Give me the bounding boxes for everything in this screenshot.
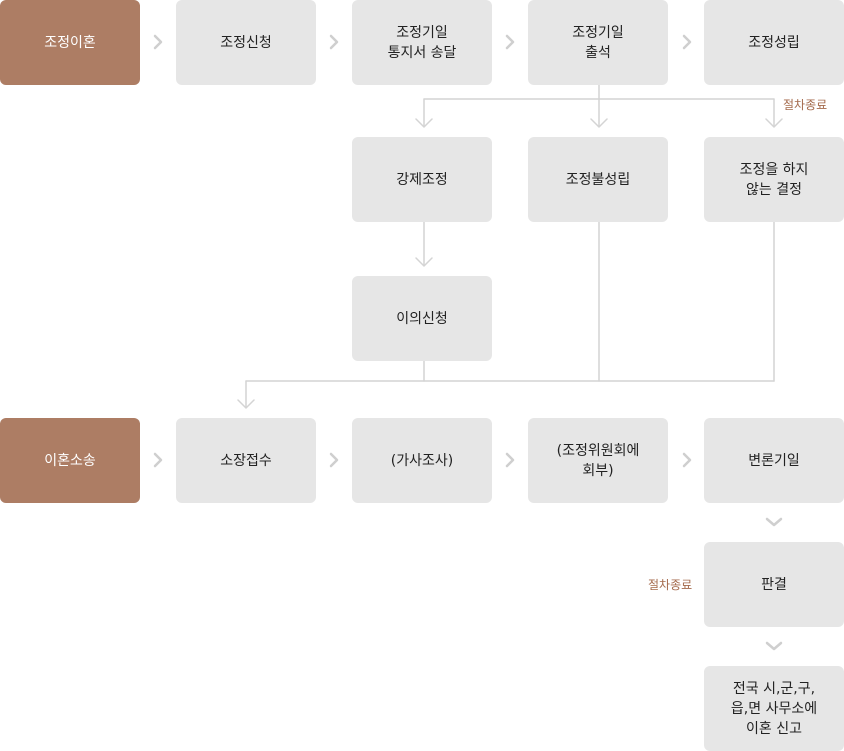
chevron-down-icon xyxy=(765,641,783,651)
chevron-right-icon xyxy=(682,34,692,50)
chevron-right-icon xyxy=(329,452,339,468)
chevron-right-icon xyxy=(682,452,692,468)
arrow-down-icon xyxy=(237,399,255,409)
chevron-right-icon xyxy=(505,34,515,50)
step-mediation-established: 조정성립 xyxy=(704,0,844,85)
arrow-down-icon xyxy=(590,118,608,128)
chevron-right-icon xyxy=(153,34,163,50)
start-divorce-litigation: 이혼소송 xyxy=(0,418,140,503)
step-no-mediation-decision: 조정을 하지 않는 결정 xyxy=(704,137,844,222)
step-objection: 이의신청 xyxy=(352,276,492,361)
start-mediation-divorce: 조정이혼 xyxy=(0,0,140,85)
arrow-down-icon xyxy=(415,118,433,128)
step-divorce-report: 전국 시,군,구, 읍,면 사무소에 이혼 신고 xyxy=(704,666,844,751)
procedure-end-note-judgment: 절차종료 xyxy=(648,578,693,592)
step-mediation-attendance: 조정기일 출석 xyxy=(528,0,668,85)
arrow-down-icon xyxy=(415,257,433,267)
step-mediation-failed: 조정불성립 xyxy=(528,137,668,222)
chevron-down-icon xyxy=(765,517,783,527)
chevron-right-icon xyxy=(505,452,515,468)
chevron-right-icon xyxy=(329,34,339,50)
step-pleading-date: 변론기일 xyxy=(704,418,844,503)
step-committee-referral: (조정위원회에 회부) xyxy=(528,418,668,503)
procedure-end-note-top: 절차종료 xyxy=(783,98,828,112)
chevron-right-icon xyxy=(153,452,163,468)
step-forced-mediation: 강제조정 xyxy=(352,137,492,222)
step-judgment: 판결 xyxy=(704,542,844,627)
step-complaint-filing: 소장접수 xyxy=(176,418,316,503)
arrow-down-icon xyxy=(765,118,783,128)
step-mediation-application: 조정신청 xyxy=(176,0,316,85)
step-family-investigation: (가사조사) xyxy=(352,418,492,503)
step-notice-delivery: 조정기일 통지서 송달 xyxy=(352,0,492,85)
